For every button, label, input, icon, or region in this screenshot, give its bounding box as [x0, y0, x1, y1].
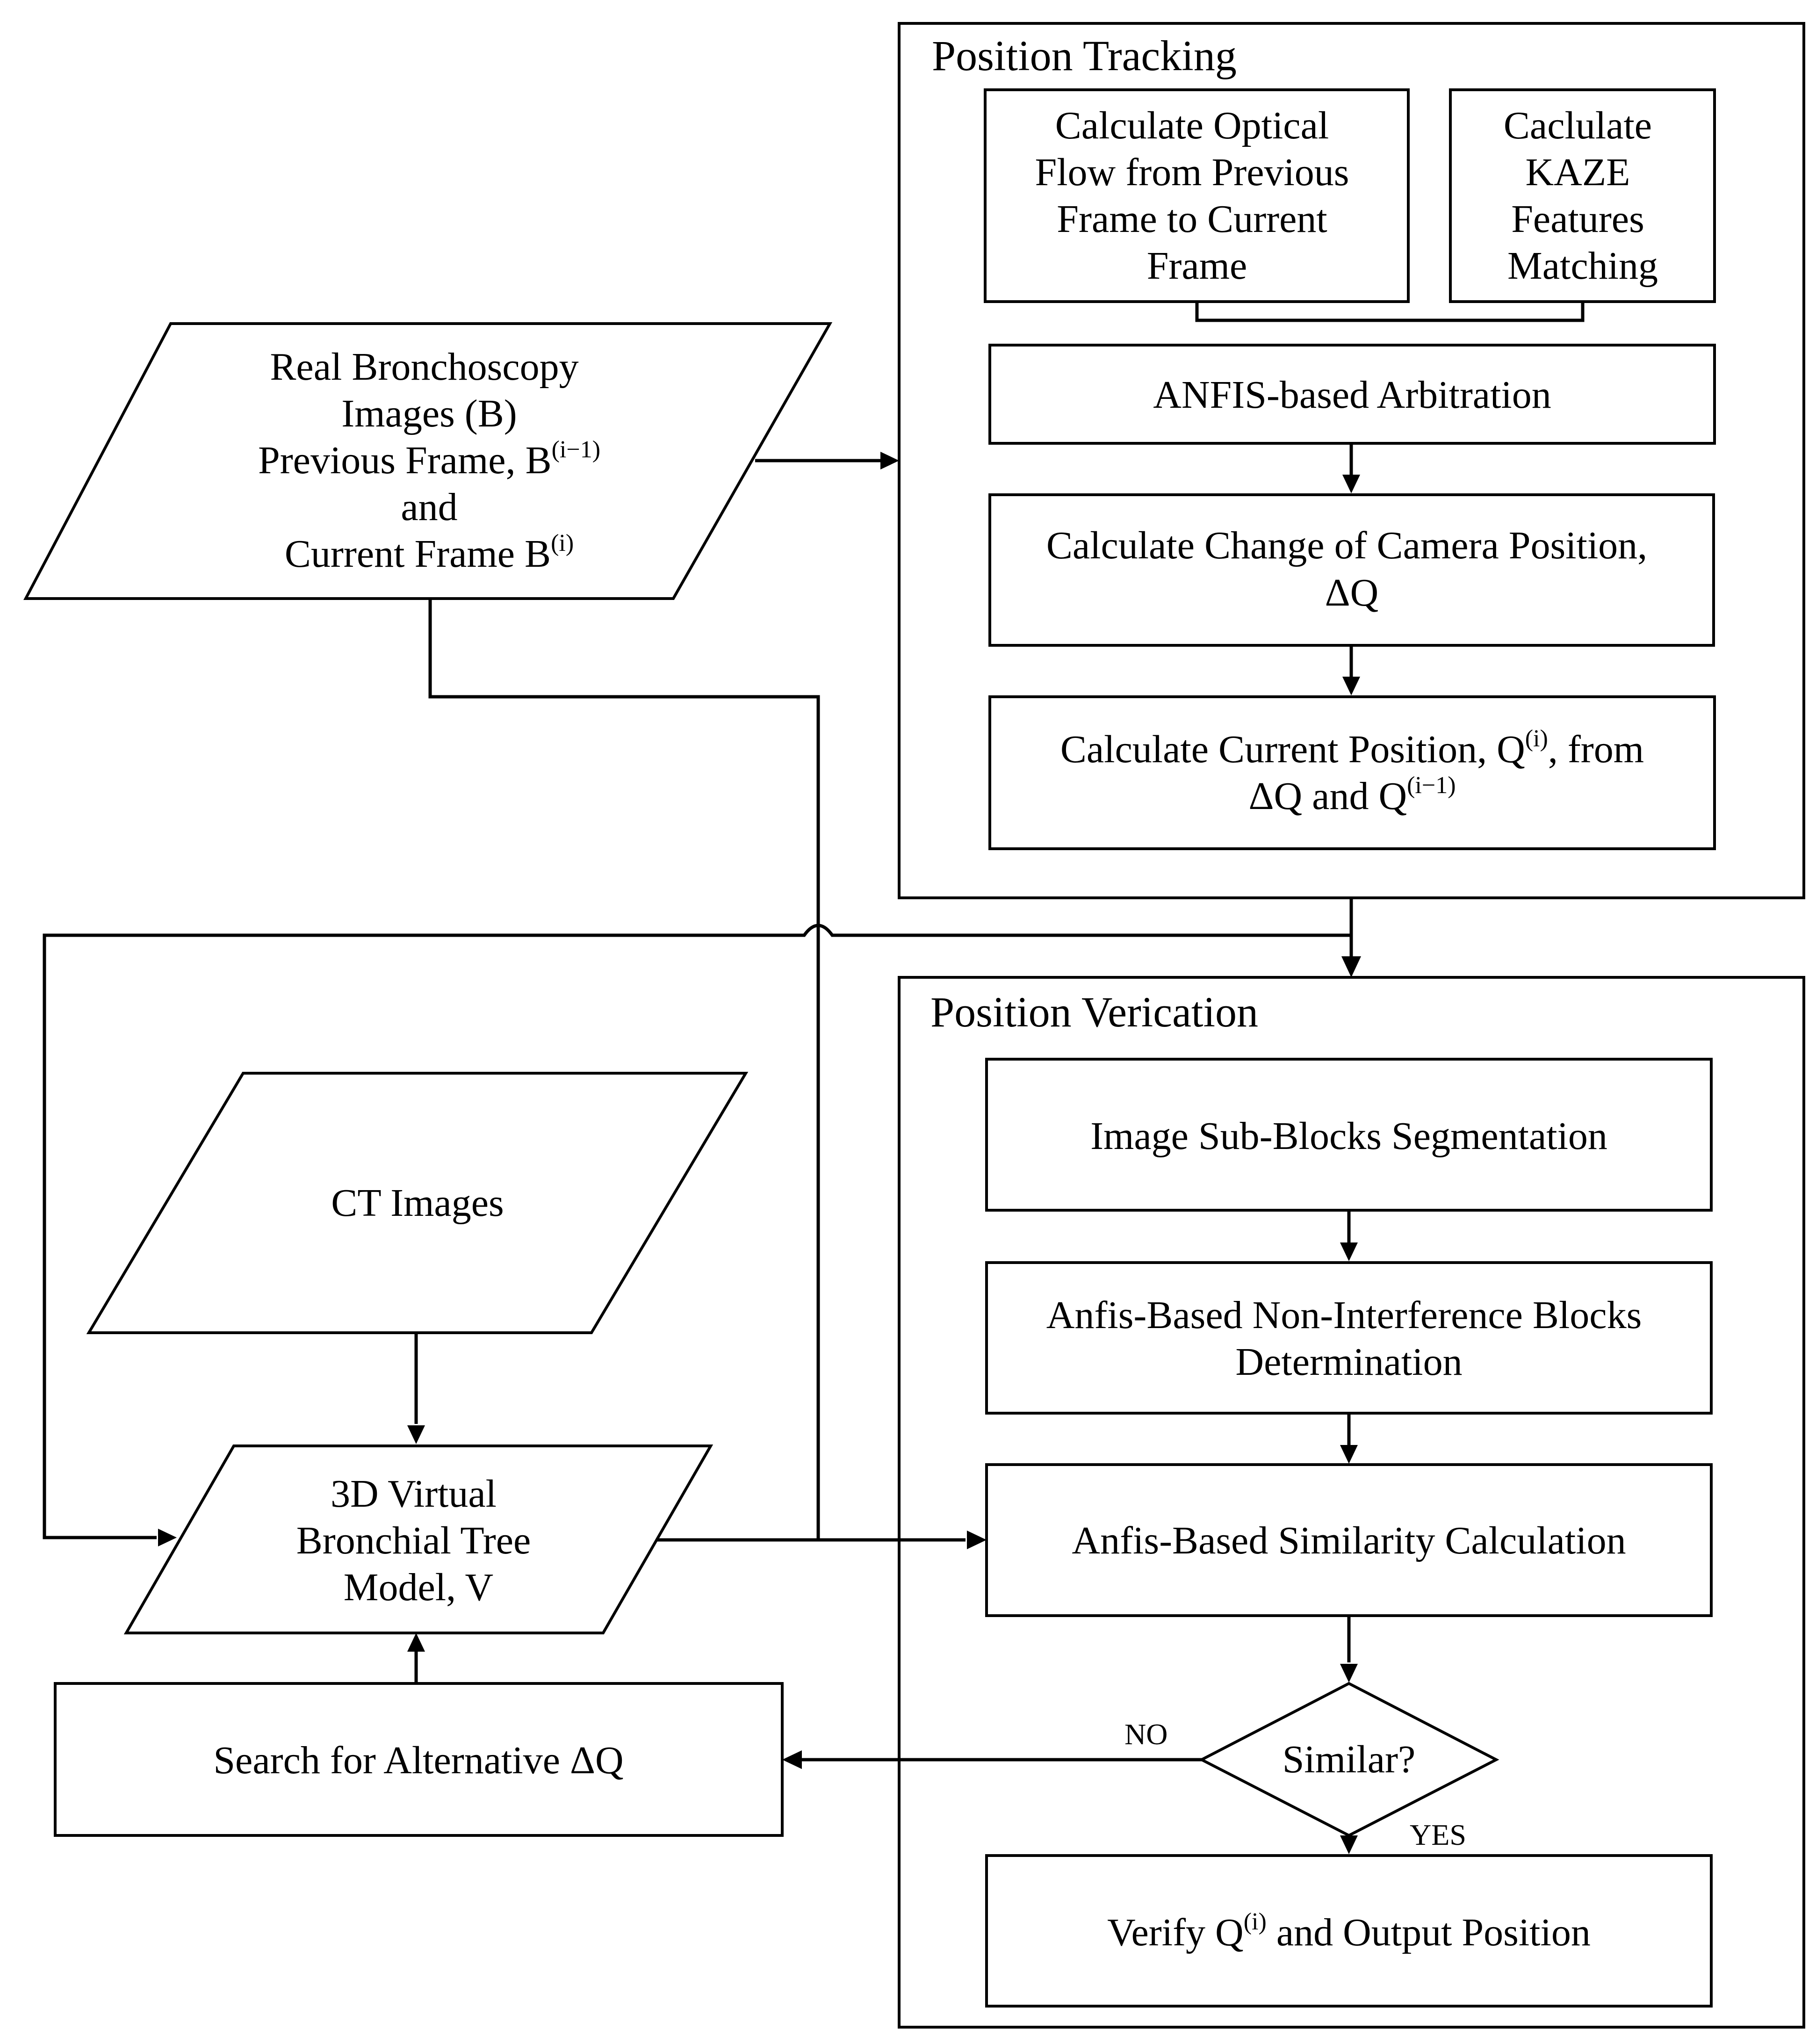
anfis-arbitration-label: ANFIS-based Arbitration [1153, 373, 1551, 417]
current-position-label-line1: Calculate Current Position, Q(i), from [1060, 725, 1644, 771]
ct-images-label: CT Images [331, 1181, 504, 1225]
edge-label-yes: YES [1410, 1818, 1466, 1851]
arrowhead [967, 1531, 987, 1549]
anfis-arbitration-box [988, 344, 1716, 445]
arrowhead [158, 1529, 177, 1546]
camera-change-label: Calculate Change of Camera Position, ΔQ [1046, 524, 1657, 614]
edge-optical-flow-merge [1195, 302, 1585, 322]
arrowhead [1340, 1835, 1358, 1854]
current-position-box [988, 695, 1716, 850]
virtual-model-label: 3D Virtual Bronchial Tree Model, V [296, 1472, 541, 1609]
similarity-calc-box [985, 1463, 1713, 1617]
similarity-calc-label: Anfis-Based Similarity Calculation [1072, 1519, 1626, 1562]
similar-decision-label: Similar? [1283, 1738, 1416, 1781]
arrowhead [1340, 1664, 1358, 1683]
non-interference-box [985, 1261, 1713, 1415]
position-tracking-title: Position Tracking [932, 32, 1237, 79]
similar-decision [1198, 1682, 1499, 1837]
real-images-label-previous: Previous Frame, B(i−1) [258, 436, 600, 482]
current-position-label-line2: ΔQ and Q(i−1) [1248, 772, 1456, 818]
arrowhead [880, 452, 899, 469]
arrowhead [1340, 1242, 1358, 1261]
real-images-label-current: Current Frame B(i) [285, 530, 574, 576]
arrowhead [1341, 956, 1361, 977]
search-alternative-box [54, 1682, 784, 1837]
verify-output-label: Verify Q(i) and Output Position [1107, 1908, 1591, 1954]
position-verification-group [898, 976, 1805, 2029]
position-verification-title: Position Verication [930, 988, 1258, 1036]
search-alternative-label: Search for Alternative ΔQ [213, 1739, 623, 1782]
edges [43, 302, 1585, 1854]
arrowhead [407, 1425, 425, 1444]
arrowhead [407, 1633, 425, 1652]
sub-blocks-label: Image Sub-Blocks Segmentation [1090, 1114, 1607, 1158]
camera-change-box [988, 493, 1715, 647]
kaze-label: Caclulate KAZE Features Matching [1504, 104, 1662, 288]
edge-label-no: NO [1124, 1718, 1167, 1751]
real-images-label-and: and [401, 485, 457, 529]
virtual-model-input [123, 1445, 713, 1634]
arrowhead [782, 1750, 802, 1769]
edge-feedback-to-virtual-model [43, 924, 1351, 1539]
arrowhead [1342, 475, 1360, 493]
real-images-label: Real Bronchoscopy Images (B) [270, 345, 588, 435]
real-images-input [23, 322, 833, 600]
optical-flow-label: Calculate Optical Flow from Previous Fra… [1035, 104, 1359, 288]
arrowhead [1342, 677, 1360, 695]
kaze-box [1449, 88, 1716, 303]
verify-output-box [985, 1854, 1713, 2008]
optical-flow-box [984, 88, 1410, 303]
non-interference-label: Anfis-Based Non-Interference Blocks Dete… [1046, 1293, 1652, 1384]
arrowhead [1340, 1445, 1358, 1464]
ct-images-input [86, 1072, 749, 1334]
edge-real-images-to-similarity [428, 599, 820, 1540]
sub-blocks-box [985, 1058, 1713, 1212]
